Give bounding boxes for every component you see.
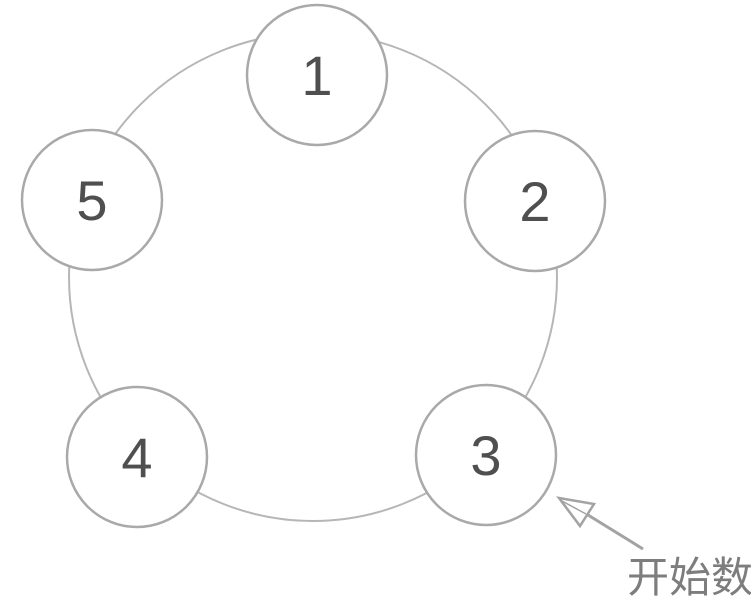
node-2: 2: [463, 129, 607, 273]
node-5: 5: [20, 128, 164, 272]
node-4: 4: [65, 385, 209, 529]
node-5-label: 5: [76, 169, 107, 232]
node-4-circle: [65, 385, 209, 529]
arrow-head: [556, 496, 597, 529]
arrow-icon: [556, 496, 644, 551]
annotation-start-counting: 开始数: [627, 554, 751, 601]
node-3: 3: [414, 383, 558, 527]
node-2-label: 2: [519, 170, 550, 233]
arrow-shaft: [587, 513, 644, 551]
arrow-head-fold-line: [561, 500, 587, 515]
node-2-circle: [463, 129, 607, 273]
node-1-label: 1: [301, 44, 332, 107]
node-4-label: 4: [121, 426, 152, 489]
node-1-circle: [245, 3, 389, 147]
node-5-circle: [20, 128, 164, 272]
node-3-label: 3: [470, 424, 501, 487]
node-3-circle: [414, 383, 558, 527]
node-1: 1: [245, 3, 389, 147]
